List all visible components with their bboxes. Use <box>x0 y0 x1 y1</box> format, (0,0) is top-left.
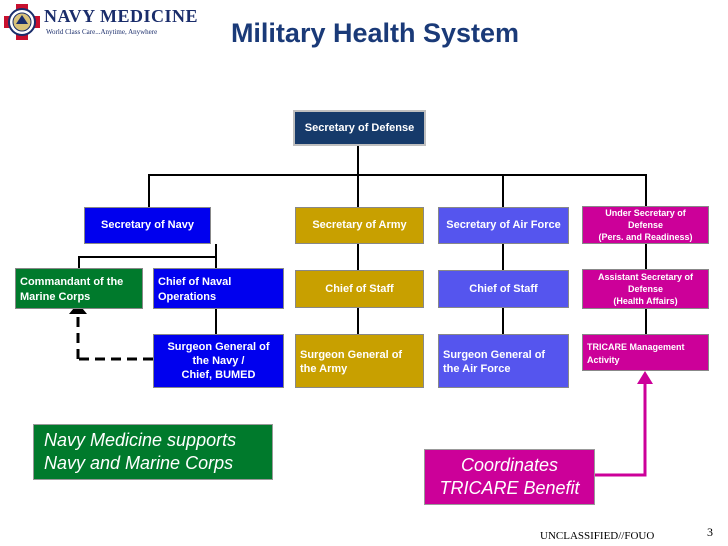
box-secretary-of-navy: Secretary of Navy <box>84 207 211 244</box>
box-surgeon-general-air-force: Surgeon General of the Air Force <box>438 334 569 388</box>
sgn-line-3: Chief, BUMED <box>181 369 256 382</box>
asd-line-2: Defense <box>627 283 663 294</box>
usd-line-1: Under Secretary of <box>605 207 686 218</box>
page-number: 3 <box>707 525 713 539</box>
asd-line-1: Assistant Secretary of <box>597 271 694 282</box>
box-chief-of-naval-operations: Chief of Naval Operations <box>153 268 284 309</box>
tma-line-1: TRICARE Management <box>587 342 685 353</box>
classification-marking: UNCLASSIFIED//FOUO <box>540 530 655 542</box>
navy-medicine-seal-icon <box>4 4 40 40</box>
box-secretary-of-army: Secretary of Army <box>295 207 424 244</box>
callout-left-line-2: Navy and Marine Corps <box>44 453 234 473</box>
callout-navy-medicine-supports: Navy Medicine supports Navy and Marine C… <box>33 424 273 480</box>
box-secretary-of-air-force: Secretary of Air Force <box>438 207 569 244</box>
usd-line-2: Defense <box>627 219 663 230</box>
sgn-line-1: Surgeon General of <box>167 340 270 353</box>
box-surgeon-general-navy: Surgeon General of the Navy / Chief, BUM… <box>153 334 284 388</box>
box-tricare-management-activity: TRICARE Management Activity <box>582 334 709 371</box>
callout-right-line-2: TRICARE Benefit <box>439 478 580 498</box>
box-secretary-of-air-force-label: Secretary of Air Force <box>446 219 561 232</box>
sgaf-line-2: the Air Force <box>443 363 511 375</box>
asd-line-3: (Health Affairs) <box>613 296 678 307</box>
coordinates-arrow <box>595 371 653 477</box>
usmc-line-1: Commandant of the <box>20 276 124 289</box>
usmc-line-2: Marine Corps <box>20 290 91 303</box>
af-cos-label: Chief of Staff <box>469 282 538 295</box>
box-secretary-of-defense-label: Secretary of Defense <box>304 121 415 134</box>
box-secretary-of-navy-label: Secretary of Navy <box>101 219 194 232</box>
box-army-chief-of-staff: Chief of Staff <box>295 270 424 308</box>
army-cos-label: Chief of Staff <box>325 282 394 295</box>
cno-line-2: Operations <box>158 290 217 303</box>
callout-left-line-1: Navy Medicine supports <box>44 429 237 450</box>
box-assistant-secretary-of-defense: Assistant Secretary of Defense (Health A… <box>582 269 709 309</box>
logo-tagline: World Class Care...Anytime, Anywhere <box>46 28 158 36</box>
tma-line-2: Activity <box>587 354 620 365</box>
box-secretary-of-army-label: Secretary of Army <box>312 219 407 232</box>
sga-line-1: Surgeon General of <box>300 348 403 361</box>
sgaf-line-1: Surgeon General of <box>443 348 546 361</box>
page-title: Military Health System <box>230 18 520 48</box>
usd-line-3: (Pers. and Readiness) <box>598 232 693 243</box>
box-surgeon-general-army: Surgeon General of the Army <box>295 334 424 388</box>
box-secretary-of-defense: Secretary of Defense <box>293 110 426 146</box>
box-under-secretary-of-defense: Under Secretary of Defense (Pers. and Re… <box>582 206 709 244</box>
cno-line-1: Chief of Naval <box>158 276 232 289</box>
callout-coordinates-tricare: Coordinates TRICARE Benefit <box>424 449 595 505</box>
sga-line-2: the Army <box>300 363 348 375</box>
logo-title: NAVY MEDICINE <box>44 6 199 26</box>
box-commandant-marine-corps: Commandant of the Marine Corps <box>15 268 143 309</box>
navy-medicine-logo: NAVY MEDICINE World Class Care...Anytime… <box>2 2 198 42</box>
dashed-support-arrow <box>69 303 153 361</box>
box-air-force-chief-of-staff: Chief of Staff <box>438 270 569 308</box>
callout-right-line-1: Coordinates <box>460 454 559 475</box>
sgn-line-2: the Navy / <box>192 354 245 367</box>
